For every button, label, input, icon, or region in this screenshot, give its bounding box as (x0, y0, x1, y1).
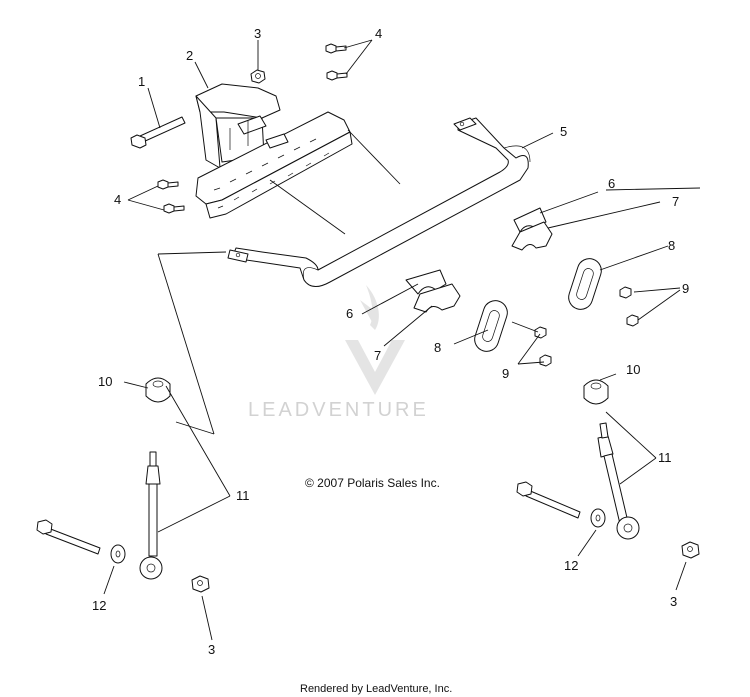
callout-10-left[interactable]: 10 (98, 374, 112, 389)
callout-2[interactable]: 2 (186, 48, 193, 63)
callout-11-left[interactable]: 11 (236, 488, 250, 503)
callout-12-left[interactable]: 12 (92, 598, 106, 613)
bolt-right-lower (516, 481, 581, 519)
callout-8-right[interactable]: 8 (668, 238, 675, 253)
footer-credit: Rendered by LeadVenture, Inc. (300, 683, 452, 695)
part-3-nut-top (250, 69, 266, 84)
callout-10-right[interactable]: 10 (626, 362, 640, 377)
part-4-bolts-top (325, 43, 348, 81)
part-8-clamp-center (474, 300, 508, 352)
callout-6-right[interactable]: 6 (608, 176, 615, 191)
part-6-bushing-center (405, 269, 447, 295)
part-9-nuts-right (619, 286, 639, 327)
watermark-text: LEADVENTURE (248, 399, 429, 421)
callout-7-center[interactable]: 7 (374, 348, 381, 363)
part-10-bushing-left (145, 377, 171, 403)
callout-11-right[interactable]: 11 (658, 450, 672, 465)
callout-5[interactable]: 5 (560, 124, 567, 139)
part-11-end-link-left (139, 451, 163, 580)
bolt-left-lower (36, 519, 101, 555)
part-12-washer-left (110, 544, 126, 564)
part-7-bushing-right (511, 221, 553, 251)
leader-lines (103, 39, 701, 641)
callout-7-right[interactable]: 7 (672, 194, 679, 209)
part-9-nuts-center (534, 326, 552, 367)
callout-8-center[interactable]: 8 (434, 340, 441, 355)
callout-9-right[interactable]: 9 (682, 281, 689, 296)
callout-6-center[interactable]: 6 (346, 306, 353, 321)
copyright-notice: © 2007 Polaris Sales Inc. (305, 476, 440, 490)
callout-9-center[interactable]: 9 (502, 366, 509, 381)
callout-12-right[interactable]: 12 (564, 558, 578, 573)
part-1-bolt (130, 116, 186, 149)
leadventure-watermark-logo: LEADVENTURE (248, 285, 429, 421)
callout-3-top[interactable]: 3 (254, 26, 261, 41)
part-4-bolts-left (157, 179, 185, 214)
part-11-end-link-right (597, 422, 640, 540)
callout-3-left[interactable]: 3 (208, 642, 215, 657)
callout-4-left[interactable]: 4 (114, 192, 121, 207)
part-2-mount-bracket (195, 83, 353, 219)
callout-4-top[interactable]: 4 (375, 26, 382, 41)
part-8-clamp-right (568, 258, 602, 310)
part-5-stabilizer-bar (227, 117, 531, 287)
callouts: 1 2 3 4 4 5 6 7 8 9 6 7 8 9 10 10 11 11 … (92, 26, 689, 657)
callout-1[interactable]: 1 (138, 74, 145, 89)
part-3-nut-left (191, 575, 210, 593)
callout-3-right[interactable]: 3 (670, 594, 677, 609)
part-12-washer-right (590, 508, 606, 528)
part-3-nut-right (681, 541, 700, 559)
part-10-bushing-right (583, 379, 609, 405)
